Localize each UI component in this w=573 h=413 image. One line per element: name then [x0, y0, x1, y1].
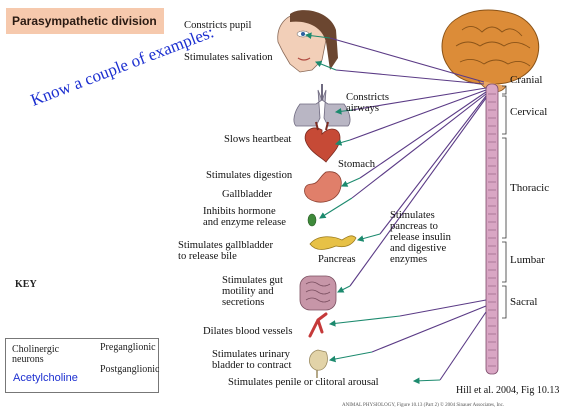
region-cranial: Cranial: [510, 74, 542, 86]
nerve-pathways: [306, 35, 486, 381]
label-vessels: Dilates blood vessels: [203, 326, 292, 337]
label-insulin: Stimulates pancreas to release insulin a…: [390, 210, 451, 265]
page-title: Parasympathetic division: [6, 8, 164, 34]
label-pancreas: Pancreas: [318, 254, 356, 265]
label-heartbeat: Slows heartbeat: [224, 134, 291, 145]
region-sacral: Sacral: [510, 296, 537, 308]
key-legend: Cholinergic neurons Preganglionic Postga…: [5, 338, 159, 393]
region-lumbar: Lumbar: [510, 254, 545, 266]
label-digestion: Stimulates digestion: [206, 170, 292, 181]
key-pre-label: Preganglionic: [100, 343, 156, 353]
figure-credit: ANIMAL PHYSIOLOGY, Figure 10.13 (Part 2)…: [342, 403, 504, 408]
key-post-label: Postganglionic: [100, 365, 159, 375]
label-gut: Stimulates gut motility and secretions: [222, 275, 283, 308]
region-cervical: Cervical: [510, 106, 547, 118]
key-heading: KEY: [15, 279, 37, 290]
key-transmitter: Acetylcholine: [13, 372, 78, 384]
bladder-icon: [309, 350, 327, 378]
label-bile: Stimulates gallbladder to release bile: [178, 240, 273, 262]
label-salivation: Stimulates salivation: [184, 52, 273, 63]
blood-vessel-icon: [310, 314, 326, 336]
intestine-icon: [300, 276, 336, 310]
region-thoracic: Thoracic: [510, 182, 549, 194]
label-gallbladder: Gallbladder: [222, 189, 272, 200]
spinal-cord-icon: [486, 84, 498, 374]
key-neurons-label: Cholinergic neurons: [12, 345, 59, 365]
label-hormone: Inhibits hormone and enzyme release: [203, 206, 286, 228]
gallbladder-icon: [308, 214, 316, 226]
stomach-icon: [305, 172, 342, 202]
label-arousal: Stimulates penile or clitoral arousal: [228, 377, 379, 388]
pancreas-icon: [310, 236, 356, 250]
label-stomach: Stomach: [338, 159, 375, 170]
lungs-icon: [294, 84, 350, 126]
heart-icon: [305, 122, 340, 162]
label-airways: Constricts airways: [346, 92, 389, 114]
label-bladder: Stimulates urinary bladder to contract: [212, 349, 291, 371]
face-icon: [278, 10, 338, 72]
region-brackets: [502, 86, 506, 318]
citation: Hill et al. 2004, Fig 10.13: [456, 385, 559, 396]
